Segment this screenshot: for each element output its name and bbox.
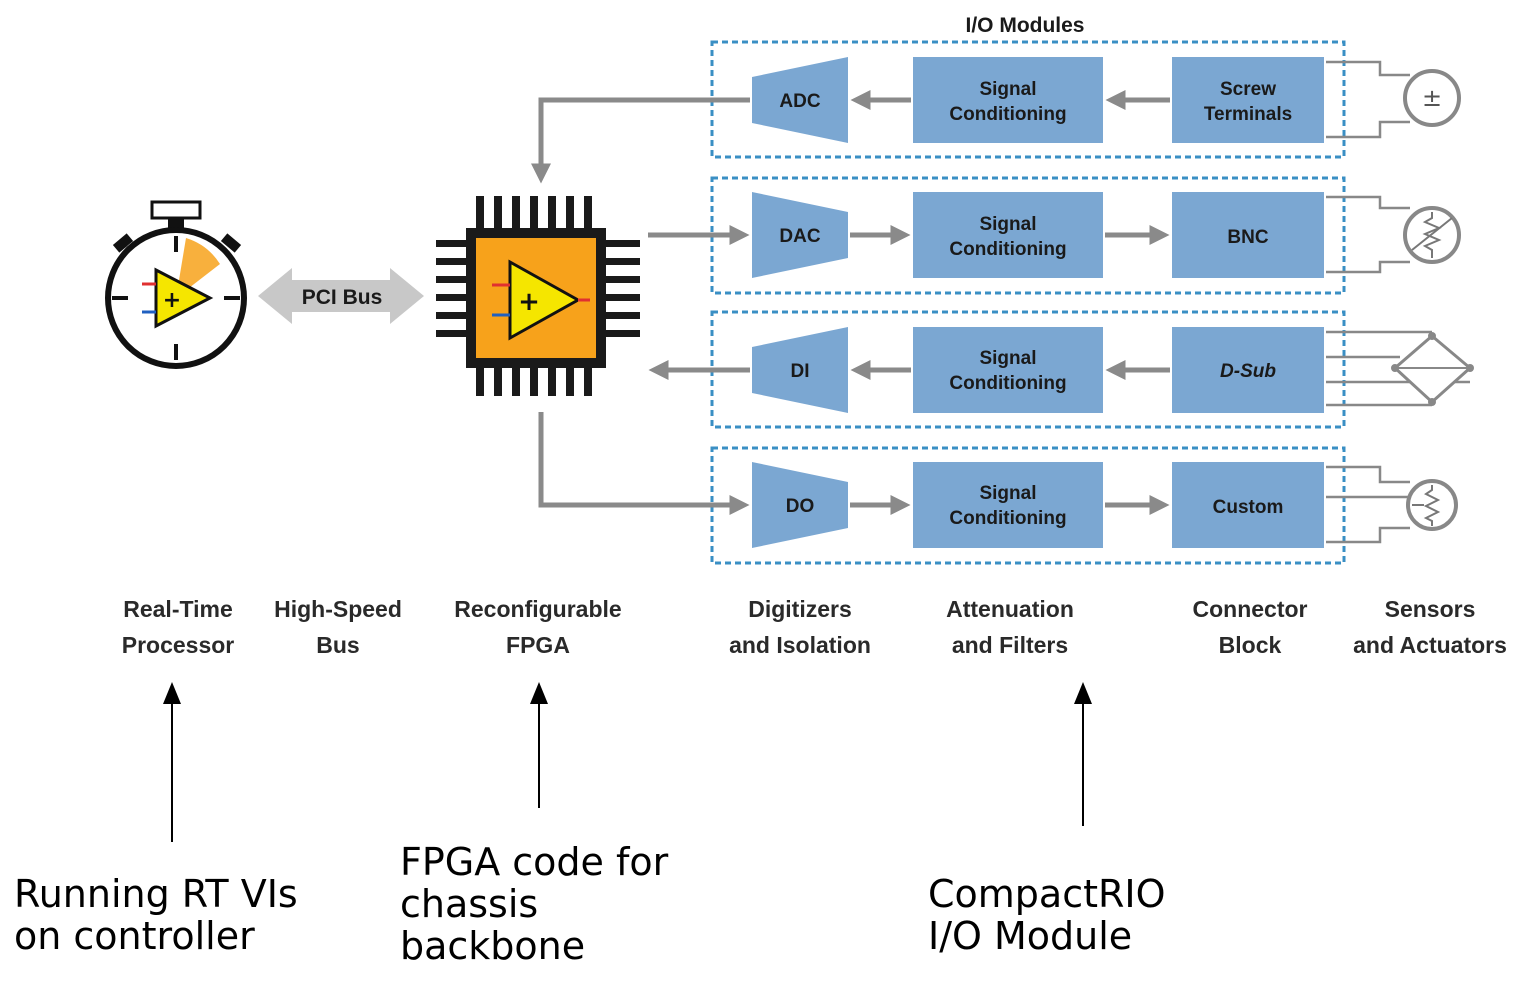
col-label-attenuation-1: Attenuation xyxy=(946,596,1074,622)
annotation-rt-line2: on controller xyxy=(14,914,255,958)
do-label: DO xyxy=(786,496,815,517)
signal-conditioning-label-4a: Signal xyxy=(979,483,1036,504)
screw-terminals-label-a: Screw xyxy=(1220,79,1276,100)
annotation-rt-vis: Running RT VIs on controller xyxy=(14,873,298,957)
signal-conditioning-label-2a: Signal xyxy=(979,214,1036,235)
signal-conditioning-label-1b: Conditioning xyxy=(949,104,1066,125)
col-label-connector-1: Connector xyxy=(1193,596,1308,622)
signal-conditioning-block-3 xyxy=(913,327,1103,413)
arrow-adc-to-fpga xyxy=(531,97,750,184)
col-label-connector-2: Block xyxy=(1219,632,1282,658)
col-label-digitizers-2: and Isolation xyxy=(729,632,871,658)
annotation-crio-line1: CompactRIO xyxy=(928,872,1166,916)
dac-block xyxy=(752,192,848,278)
module-row-3: DI Signal Conditioning D-Sub xyxy=(752,327,1474,413)
col-label-sensors-2: and Actuators xyxy=(1353,632,1507,658)
adc-block xyxy=(752,57,848,143)
voltage-source-icon: ± xyxy=(1403,69,1461,127)
column-labels: Real-Time Processor High-Speed Bus Recon… xyxy=(122,596,1507,658)
annotation-crio-line2: I/O Module xyxy=(928,914,1133,958)
col-label-fpga-2: FPGA xyxy=(506,632,570,658)
di-label: DI xyxy=(791,361,810,382)
module-frame-4 xyxy=(710,446,1346,565)
signal-conditioning-label-2b: Conditioning xyxy=(949,239,1066,260)
do-block xyxy=(752,462,848,548)
col-label-bus-2: Bus xyxy=(316,632,359,658)
arrow-up-icon xyxy=(530,682,548,704)
module-frame-2 xyxy=(710,176,1346,295)
annotation-rt-line1: Running RT VIs xyxy=(14,872,298,916)
col-label-attenuation-2: and Filters xyxy=(952,632,1068,658)
custom-label: Custom xyxy=(1213,497,1284,518)
dac-label: DAC xyxy=(779,226,820,247)
annotation-arrows xyxy=(163,682,1092,842)
annotation-fpga-line3: backbone xyxy=(400,924,586,968)
sensor-wires-3 xyxy=(1326,330,1470,407)
adc-label: ADC xyxy=(779,91,820,112)
signal-conditioning-label-3b: Conditioning xyxy=(949,373,1066,394)
dsub-block xyxy=(1172,327,1324,413)
screw-terminals-label-b: Terminals xyxy=(1204,104,1292,125)
col-label-digitizers-1: Digitizers xyxy=(748,596,852,622)
module-frame-3 xyxy=(710,310,1346,429)
arrow-fpga-to-do xyxy=(538,412,750,515)
bnc-label: BNC xyxy=(1227,227,1268,248)
sensor-wires-4 xyxy=(1326,465,1410,544)
resistor-sensor-icon xyxy=(1403,206,1461,264)
signal-conditioning-block-1 xyxy=(913,57,1103,143)
arrow-up-icon xyxy=(1074,682,1092,704)
module-row-4: DO Signal Conditioning Custom xyxy=(752,462,1458,548)
bridge-sensor-icon xyxy=(1391,332,1474,406)
thermocouple-sensor-icon xyxy=(1406,479,1458,531)
signal-conditioning-label-4b: Conditioning xyxy=(949,508,1066,529)
signal-conditioning-label-1a: Signal xyxy=(979,79,1036,100)
module-row-2: DAC Signal Conditioning BNC xyxy=(752,192,1461,278)
col-label-bus-1: High-Speed xyxy=(274,596,402,622)
annotation-fpga-line2: chassis xyxy=(400,882,539,926)
sensor-wires-1 xyxy=(1326,60,1410,139)
annotation-fpga-line1: FPGA code for xyxy=(400,840,669,884)
col-label-sensors-1: Sensors xyxy=(1385,596,1476,622)
stopwatch-icon: + xyxy=(105,200,247,369)
custom-block xyxy=(1172,462,1324,548)
dsub-label: D-Sub xyxy=(1220,361,1276,382)
module-frame-1 xyxy=(710,40,1346,159)
arrow-up-icon xyxy=(163,682,181,704)
col-label-realtime-2: Processor xyxy=(122,632,235,658)
sensor-wires-2 xyxy=(1326,195,1410,274)
svg-text:+: + xyxy=(518,287,540,317)
svg-text:±: ± xyxy=(1422,84,1442,112)
col-label-realtime-1: Real-Time xyxy=(123,596,233,622)
signal-conditioning-block-2 xyxy=(913,192,1103,278)
svg-text:+: + xyxy=(163,288,181,313)
screw-terminals-block xyxy=(1172,57,1324,143)
col-label-fpga-1: Reconfigurable xyxy=(454,596,621,622)
bnc-block xyxy=(1172,192,1324,278)
pci-bus-arrow: PCI Bus xyxy=(258,268,424,324)
annotation-compactrio: CompactRIO I/O Module xyxy=(928,873,1166,957)
signal-conditioning-label-3a: Signal xyxy=(979,348,1036,369)
annotation-fpga-code: FPGA code for chassis backbone xyxy=(400,841,668,967)
signal-conditioning-block-4 xyxy=(913,462,1103,548)
fpga-chip-icon: + xyxy=(436,196,640,396)
module-row-1: ADC Signal Conditioning Screw Terminals … xyxy=(752,57,1461,143)
io-modules-title: I/O Modules xyxy=(965,14,1084,37)
pci-bus-label: PCI Bus xyxy=(302,286,383,309)
di-block xyxy=(752,327,848,413)
